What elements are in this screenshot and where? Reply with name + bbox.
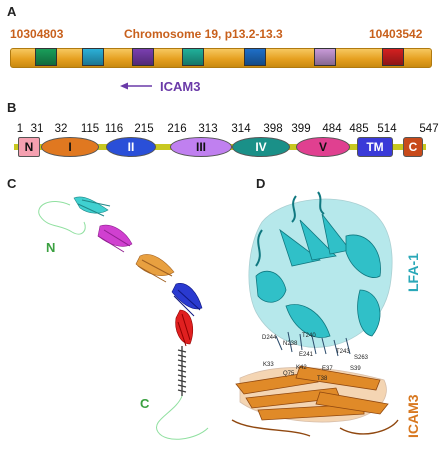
boundary-number: 484 <box>322 123 342 135</box>
gene-label: ICAM3 <box>160 79 201 94</box>
domain-i: I <box>41 137 99 157</box>
icam3-domain-ribbon <box>235 365 389 423</box>
residue-label: N238 <box>283 341 298 347</box>
boundary-number: 115 <box>80 123 100 135</box>
boundary-number: 313 <box>198 123 218 135</box>
boundary-number: 547 <box>419 123 439 135</box>
residue-label: Q75 <box>283 371 295 377</box>
boundary-number: 215 <box>134 123 154 135</box>
residue-label: T243 <box>336 349 350 355</box>
right-coordinate: 10403542 <box>369 27 423 41</box>
left-coordinate: 10304803 <box>10 27 64 41</box>
transmembrane-helix <box>177 346 187 396</box>
exon-block <box>35 48 57 66</box>
residue-label: S39 <box>350 366 361 372</box>
boundary-number: 485 <box>349 123 369 135</box>
residue-label: T240 <box>302 333 316 339</box>
panel-label-c: C <box>7 176 17 191</box>
exon-block <box>132 48 154 66</box>
icam3-label: ICAM3 <box>405 394 421 438</box>
exon-block <box>244 48 266 66</box>
residue-label: T38 <box>317 376 328 382</box>
boundary-number: 116 <box>104 123 124 135</box>
boundary-number: 314 <box>231 123 251 135</box>
domain-iii: III <box>170 137 232 157</box>
domain-tm: TM <box>357 137 393 157</box>
residue-label: K33 <box>263 362 274 368</box>
residue-label: K42 <box>296 365 307 371</box>
exon-block <box>314 48 336 66</box>
lfa1-label: LFA-1 <box>405 253 421 292</box>
n-terminus-label: N <box>46 240 56 255</box>
residue-label: E241 <box>299 352 314 358</box>
domain-c: C <box>403 137 423 157</box>
exon-block <box>382 48 404 66</box>
domain-1-ribbon <box>73 196 111 217</box>
boundary-number: 216 <box>167 123 187 135</box>
boundary-number: 1 <box>16 123 24 135</box>
domain-4-ribbon <box>171 283 203 317</box>
domain-n: N <box>18 137 40 157</box>
boundary-number: 398 <box>263 123 283 135</box>
domain-ii: II <box>106 137 156 157</box>
domain-2-ribbon <box>97 224 133 253</box>
boundary-number: 514 <box>377 123 397 135</box>
residue-label: S263 <box>354 355 369 361</box>
residue-label: D244 <box>262 335 277 341</box>
lfa1-domain-ribbon <box>248 198 393 348</box>
domain-5-ribbon <box>175 309 193 347</box>
domain-v: V <box>296 137 350 157</box>
panel-label-b: B <box>7 100 17 115</box>
residue-label: E37 <box>322 366 333 372</box>
chromosome-bar <box>10 48 432 68</box>
exon-block <box>82 48 104 66</box>
panel-label-d: D <box>256 176 266 191</box>
boundary-number: 31 <box>30 123 44 135</box>
panel-label-a: A <box>7 4 17 19</box>
domain-3-ribbon <box>135 254 175 283</box>
boundary-number: 399 <box>291 123 311 135</box>
domain-iv: IV <box>232 137 290 157</box>
chromosome-label: Chromosome 19, p13.2-13.3 <box>124 27 283 41</box>
exon-block <box>182 48 204 66</box>
boundary-number: 32 <box>54 123 68 135</box>
c-terminus-label: C <box>140 396 150 411</box>
